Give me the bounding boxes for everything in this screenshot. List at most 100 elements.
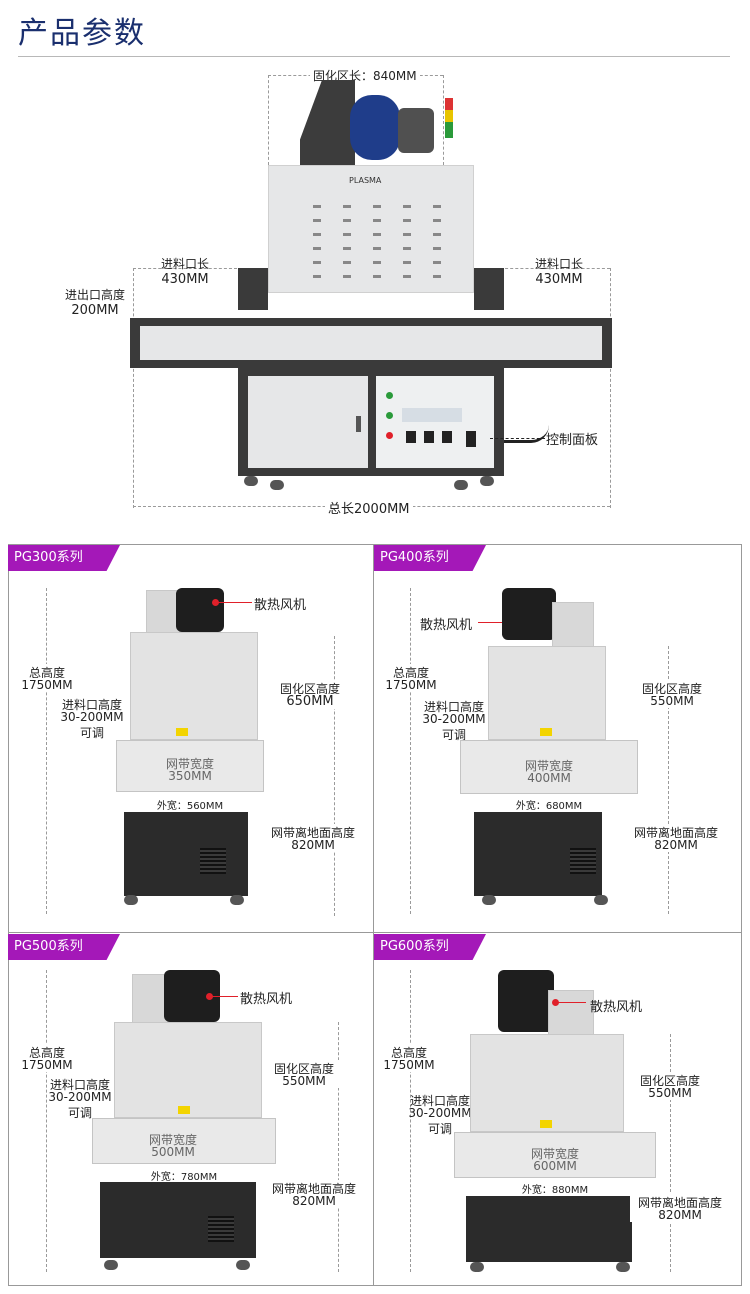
- belt-ground-value: 820MM: [266, 1194, 362, 1208]
- total-height-label: 总高度: [382, 664, 440, 681]
- cure-height-label: 固化区高度: [270, 680, 350, 697]
- cabinet-frame: [238, 368, 504, 476]
- outer-width: 外宽：560MM: [156, 801, 224, 812]
- caster: [454, 480, 468, 490]
- exhaust-duct: [300, 80, 355, 165]
- vent-grille: [208, 1216, 234, 1242]
- brand-logo: PLASMA: [349, 176, 382, 185]
- blower-motor: [398, 108, 434, 153]
- cure-right-guide: [443, 75, 444, 165]
- warning-label: [540, 728, 552, 736]
- io-height-value: 200MM: [71, 303, 119, 318]
- caster: [124, 895, 138, 905]
- curing-hood: [114, 1022, 262, 1118]
- conveyor-belt: 网带宽度 400MM: [460, 740, 638, 794]
- cure-length-label: 固化区长：840MM: [310, 67, 420, 84]
- belt-ground-label: 网带离地面高度: [630, 1194, 730, 1211]
- belt-ground-label: 网带离地面高度: [264, 824, 362, 841]
- belt-width-label: 网带宽度: [148, 1133, 197, 1147]
- vent-grille: [570, 848, 596, 874]
- cure-height-value: 550MM: [630, 1086, 710, 1100]
- fan-label: 散热风机: [254, 598, 307, 613]
- right-height-guide: [668, 646, 669, 914]
- cooling-fan: [498, 970, 554, 1032]
- total-height-label: 总高度: [380, 1044, 438, 1061]
- total-height-value: 1750MM: [18, 678, 76, 692]
- caster: [230, 895, 244, 905]
- series-divider: [8, 932, 742, 933]
- machine-base: [124, 812, 248, 896]
- curing-hood: [488, 646, 606, 740]
- belt-ground-label: 网带离地面高度: [626, 824, 726, 841]
- power-indicator: [386, 392, 393, 399]
- caster: [616, 1262, 630, 1272]
- total-height-value: 1750MM: [18, 1058, 76, 1072]
- series-tag: PG500系列: [8, 934, 120, 960]
- cure-height-value: 550MM: [264, 1074, 344, 1088]
- total-height-value: 1750MM: [380, 1058, 438, 1072]
- inlet-height-label: 进料口高度: [61, 698, 122, 712]
- fan-label: 散热风机: [240, 992, 293, 1007]
- exhaust-duct: [548, 990, 594, 1036]
- fan-pointer: [558, 1002, 586, 1003]
- stop-button[interactable]: [386, 432, 393, 439]
- cure-height-label: 固化区高度: [264, 1060, 344, 1077]
- start-button[interactable]: [386, 412, 393, 419]
- warning-label: [540, 1120, 552, 1128]
- inlet-height-range: 30-200MM: [48, 1090, 112, 1104]
- caster: [470, 1262, 484, 1272]
- inlet-left-label: 进料口长: [160, 257, 209, 271]
- outer-width: 外宽：780MM: [150, 1172, 218, 1183]
- total-height-label: 总高度: [18, 1044, 76, 1061]
- curing-hood: [130, 632, 258, 740]
- machine-base: [474, 812, 602, 896]
- inlet-right-value: 430MM: [535, 272, 583, 287]
- belt-width-value: 400MM: [527, 771, 571, 785]
- right-height-guide: [334, 636, 335, 916]
- inlet-left-line: [133, 268, 237, 269]
- fan-marker: [212, 599, 219, 606]
- conveyor-panel: [140, 326, 602, 360]
- height-guide: [410, 588, 411, 914]
- fan-pointer: [478, 622, 508, 623]
- cure-height-value: 650MM: [270, 694, 350, 709]
- blower-fan: [350, 95, 400, 160]
- series-grid: [8, 544, 742, 1286]
- exhaust-duct: [552, 602, 594, 648]
- inlet-height-adj: 可调: [441, 728, 466, 742]
- power-cable: [504, 425, 549, 443]
- door-handle: [356, 416, 361, 432]
- switch-row[interactable]: [406, 431, 456, 443]
- total-right-guide: [610, 268, 611, 508]
- inlet-height-label: 进料口高度: [49, 1078, 110, 1092]
- fan-marker: [552, 999, 559, 1006]
- caster: [270, 480, 284, 490]
- belt-ground-label: 网带离地面高度: [266, 1180, 362, 1197]
- control-panel-pointer: [490, 438, 545, 439]
- curing-hood: PLASMA: [268, 165, 474, 293]
- inlet-height-adj: 可调: [79, 726, 104, 740]
- total-left-guide: [133, 268, 134, 508]
- io-height-label: 进出口高度: [64, 288, 125, 302]
- series-tag: PG300系列: [8, 545, 120, 571]
- caster: [104, 1260, 118, 1270]
- series-tag: PG600系列: [374, 934, 486, 960]
- caster: [594, 895, 608, 905]
- warning-label: [176, 728, 188, 736]
- curing-hood: [470, 1034, 624, 1132]
- belt-ground-value: 820MM: [630, 1208, 730, 1222]
- inlet-height-range: 30-200MM: [60, 710, 124, 724]
- cabinet-door: [248, 376, 368, 468]
- cooling-fan: [502, 588, 556, 640]
- outer-width: 外宽：880MM: [521, 1185, 589, 1196]
- main-switch[interactable]: [466, 431, 476, 447]
- control-panel[interactable]: [376, 376, 494, 468]
- inlet-height-label: 进料口高度: [423, 700, 484, 714]
- caster: [236, 1260, 250, 1270]
- vent-grille: [200, 848, 226, 874]
- total-height-label: 总高度: [18, 664, 76, 681]
- conveyor-belt: 网带宽度 350MM: [116, 740, 264, 792]
- fan-label: 散热风机: [590, 1000, 643, 1015]
- title-divider: [18, 56, 730, 57]
- series-divider: [373, 544, 374, 1286]
